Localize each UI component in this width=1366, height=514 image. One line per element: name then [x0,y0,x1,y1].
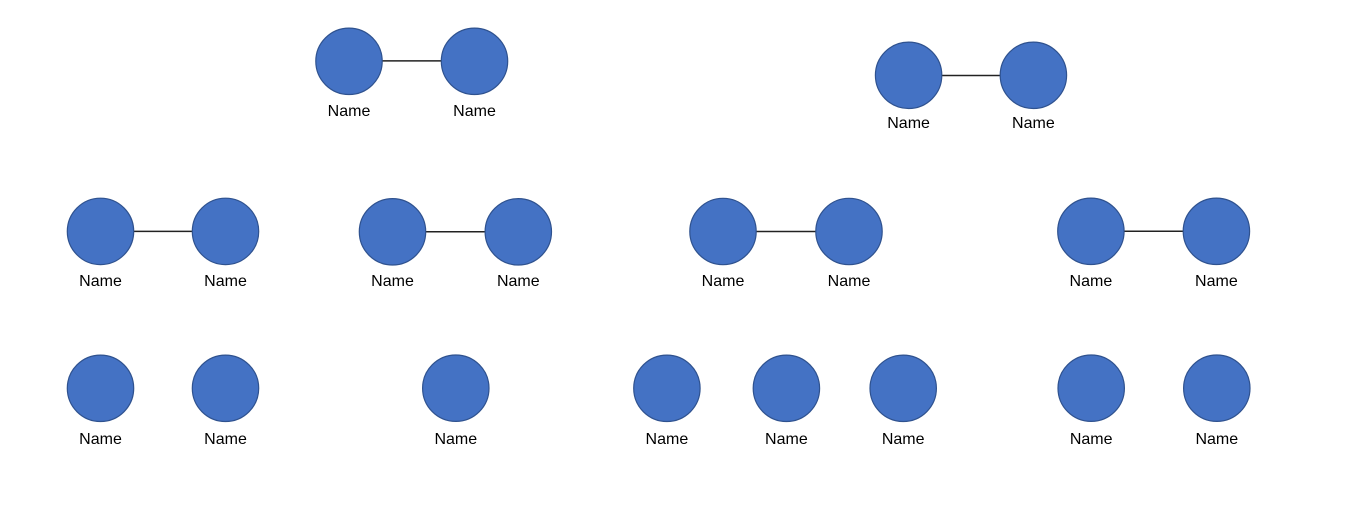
svg-text:Name: Name [828,273,871,290]
svg-text:Name: Name [434,431,477,448]
svg-text:Name: Name [328,103,371,120]
svg-text:Name: Name [497,273,540,290]
svg-text:Name: Name [1070,273,1113,290]
svg-text:Name: Name [887,115,930,132]
svg-text:Name: Name [646,431,689,448]
svg-text:Name: Name [79,431,122,448]
svg-text:Name: Name [882,431,925,448]
svg-text:Name: Name [1070,431,1113,448]
svg-text:Name: Name [204,273,247,290]
svg-text:Name: Name [702,273,745,290]
svg-text:Name: Name [1012,115,1055,132]
svg-text:Name: Name [1195,431,1238,448]
svg-text:Name: Name [371,273,414,290]
svg-text:Name: Name [79,273,122,290]
svg-text:Name: Name [453,103,496,120]
svg-text:Name: Name [204,431,247,448]
svg-text:Name: Name [1195,273,1238,290]
svg-text:Name: Name [765,431,808,448]
